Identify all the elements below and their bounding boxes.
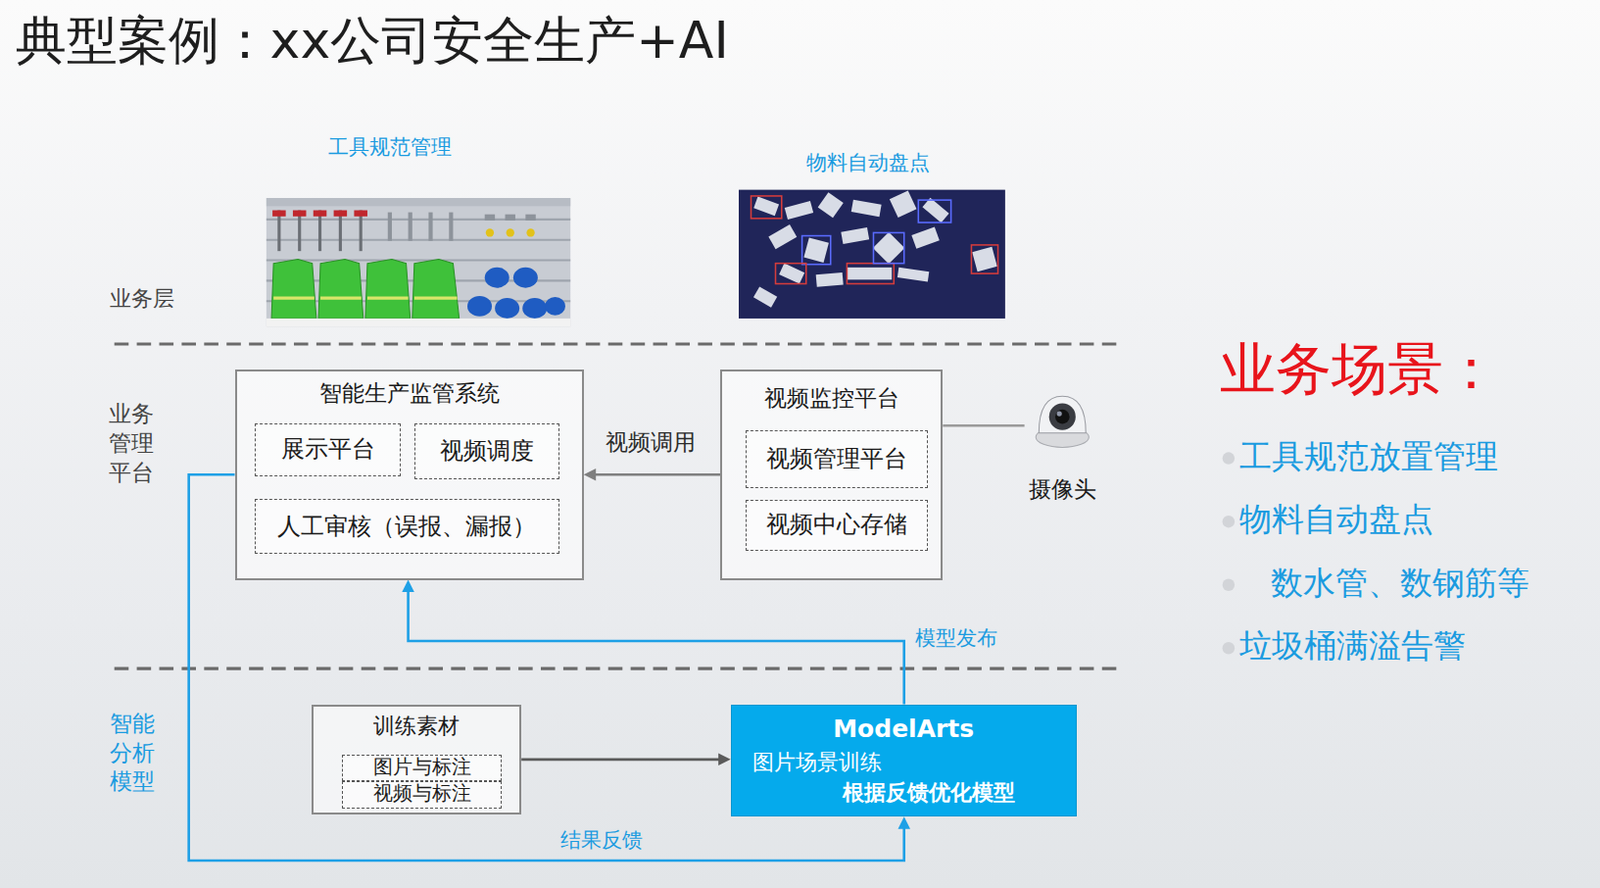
- arrowhead: [718, 753, 730, 766]
- node-text: 根据反馈优化模型: [842, 779, 1016, 805]
- camera-icon: [1030, 387, 1095, 452]
- arrowhead: [401, 580, 414, 592]
- node-text: ModelArts: [832, 715, 974, 744]
- box-heading: 智能生产监管系统: [237, 380, 582, 406]
- arrowhead: [583, 468, 596, 481]
- platform-box: 视频监控平台视频管理平台视频中心存储: [720, 369, 943, 581]
- layer-label: 业务层: [109, 286, 175, 311]
- node-text: 智能生产监管系统: [319, 380, 500, 406]
- edge-label: 结果反馈: [560, 828, 643, 853]
- module-box: 人工审核（误报、漏报）: [254, 498, 559, 554]
- node-text: 视频调度: [439, 437, 534, 466]
- scene-caption: 物料自动盘点: [806, 151, 930, 176]
- modelarts-box: ModelArts 图片场景训练根据反馈优化模型: [730, 704, 1077, 818]
- node-text: 图片场景训练: [752, 749, 882, 775]
- scenario-heading: 业务场景：: [1219, 337, 1500, 402]
- layer-label: 智能分析模型: [109, 709, 156, 797]
- layer-separators: [114, 343, 1120, 669]
- node-text: 摄像头: [1028, 476, 1097, 502]
- arrowhead: [897, 816, 910, 828]
- connector-line: [594, 473, 721, 477]
- module-box: 展示平台: [254, 423, 401, 477]
- connector: [583, 468, 722, 481]
- node-text: 视频与标注: [373, 782, 472, 806]
- box-heading: 训练素材: [313, 713, 521, 738]
- connector: [521, 753, 731, 766]
- bullet-dots: [1222, 451, 1235, 654]
- material-item: 图片与标注: [341, 754, 503, 781]
- connector: [401, 580, 904, 705]
- node-text: 训练素材: [373, 713, 460, 738]
- node-text: 展示平台: [281, 436, 376, 464]
- material-photo: [738, 190, 1006, 319]
- connector-line: [521, 758, 720, 762]
- node-text: 人工审核（误报、漏报）: [277, 513, 536, 541]
- slide-title: 典型案例：xx公司安全生产+AI: [15, 11, 729, 71]
- system-box: 智能生产监管系统展示平台 视频调度人工审核（误报、漏报）: [235, 369, 584, 581]
- edge-label: 视频调用: [605, 429, 696, 455]
- scenario-item: 数水管、数钢筋等: [1270, 564, 1530, 602]
- edge-label: 模型发布: [915, 627, 998, 651]
- scenario-item: 垃圾桶满溢告警: [1239, 627, 1466, 665]
- connector-line: [942, 424, 1024, 428]
- material-item: 视频与标注: [341, 780, 503, 809]
- scenario-item: 物料自动盘点: [1239, 500, 1434, 538]
- module-box: 视频中心存储: [745, 499, 927, 551]
- camera-node: 摄像头: [1018, 387, 1107, 503]
- material-box: 训练素材图片与标注视频与标注: [311, 704, 523, 815]
- layer-label: 业务管理平台: [108, 399, 155, 487]
- tool-photo: [266, 197, 571, 327]
- node-text: 视频中心存储: [766, 511, 908, 539]
- connector: [942, 425, 1024, 427]
- scene-caption: 工具规范管理: [328, 136, 452, 160]
- connector-line: [408, 590, 905, 705]
- module-box: 视频管理平台: [745, 430, 927, 487]
- node-text: 视频监控平台: [764, 385, 900, 411]
- box-heading: 视频监控平台: [722, 385, 941, 411]
- module-box: 视频调度: [414, 423, 560, 480]
- node-text: 图片与标注: [373, 756, 472, 779]
- scenario-item: 工具规范放置管理: [1239, 437, 1499, 476]
- node-text: 视频管理平台: [766, 445, 908, 474]
